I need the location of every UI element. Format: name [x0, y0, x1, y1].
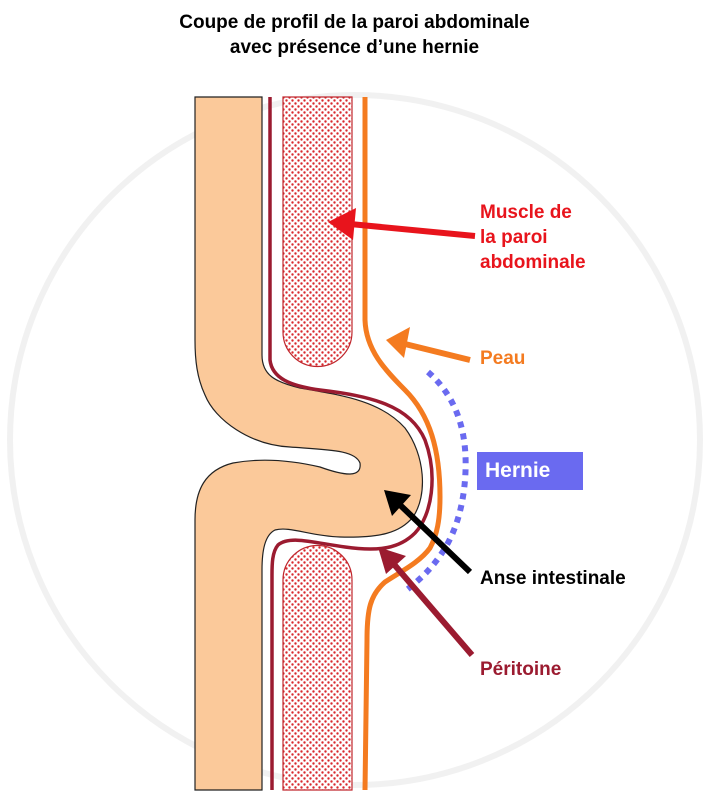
title-line-2: avec présence d’une hernie [229, 37, 480, 58]
title-line-1: Coupe de profil de la paroi abdominale [179, 12, 530, 33]
skin-line [362, 97, 443, 791]
peritoneum-line [268, 97, 434, 790]
muscle-lower [282, 544, 353, 791]
label-peritoine: Péritoine [480, 659, 562, 680]
hernia-sac-outline [402, 369, 469, 595]
watermark [7, 92, 703, 788]
label-anse-intestinale: Anse intestinale [480, 568, 626, 589]
label-muscle-line-3: abdominale [480, 252, 586, 273]
label-muscle-line-1: Muscle de [480, 202, 572, 223]
label-hernie: Hernie [477, 452, 583, 490]
label-peau: Peau [480, 348, 526, 369]
arrow-peritoine [378, 547, 475, 657]
intestinal-loop [194, 96, 423, 791]
muscle-upper [282, 96, 353, 368]
label-muscle-line-2: la paroi [480, 227, 548, 248]
label-muscle: Muscle de la paroi abdominale [480, 200, 586, 275]
arrow-peau [386, 327, 471, 363]
arrow-muscle [328, 208, 476, 240]
arrow-anse [384, 490, 473, 575]
